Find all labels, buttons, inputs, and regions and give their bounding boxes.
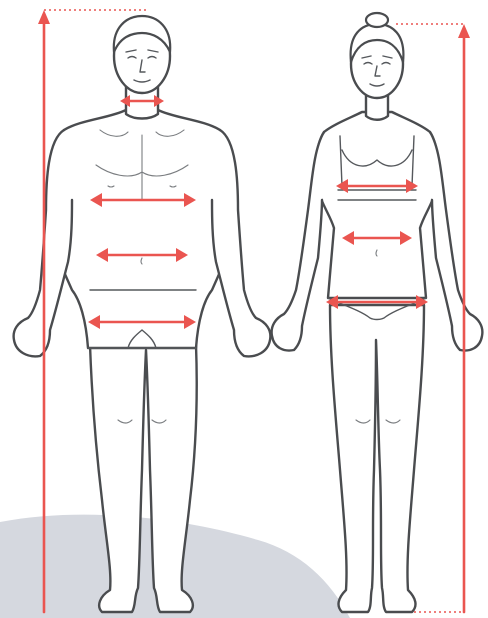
- female-legs: [330, 305, 424, 612]
- male-height-arrowhead: [38, 10, 50, 24]
- female-height-arrowhead: [458, 24, 470, 38]
- female-left-arm: [272, 132, 324, 350]
- female-figure: [272, 13, 483, 612]
- female-right-arm: [430, 132, 482, 350]
- female-hair-bun: [366, 13, 388, 27]
- male-right-arm: [212, 130, 270, 356]
- female-torso: [316, 112, 438, 298]
